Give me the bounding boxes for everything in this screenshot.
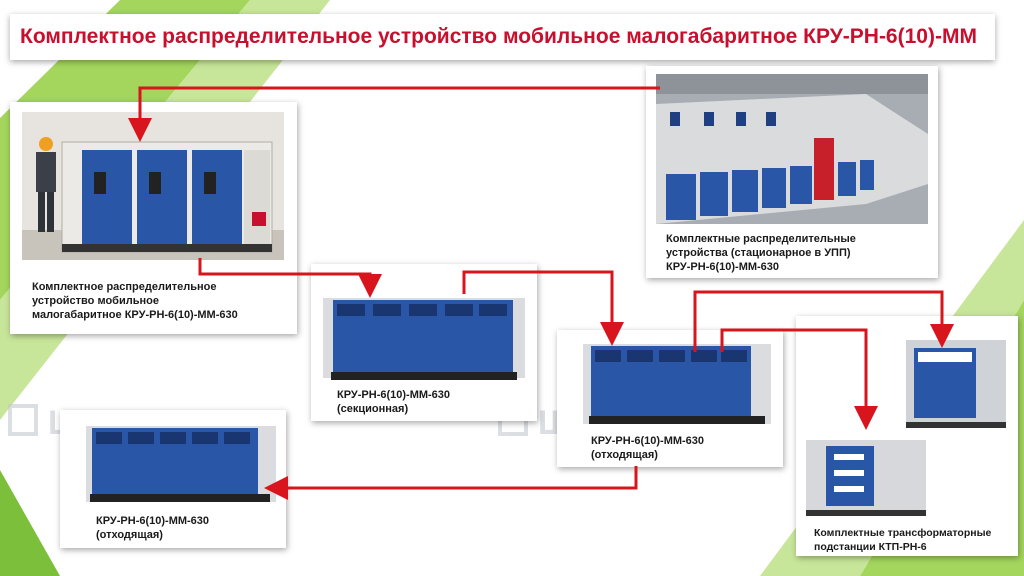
caption-sectional: КРУ-РН-6(10)-ММ-630 (секционная) bbox=[337, 389, 451, 415]
slide-title: Комплектное распределительное устройство… bbox=[20, 25, 977, 48]
card-outgoing-mid: КРУ-РН-6(10)-ММ-630 (отходящая) bbox=[557, 330, 783, 467]
card-outgoing-left: КРУ-РН-6(10)-ММ-630 (отходящая) bbox=[60, 410, 286, 548]
caption-ktp: Комплектные трансформаторные подстанции … bbox=[814, 527, 992, 553]
card-stationary: Комплектные распределительные устройства… bbox=[646, 66, 938, 278]
photo-ktp bbox=[806, 340, 1006, 516]
card-main-unit: Комплектное распределительное устройство… bbox=[10, 102, 297, 334]
card-sectional: КРУ-РН-6(10)-ММ-630 (секционная) bbox=[311, 264, 537, 421]
photo-outgoing-left bbox=[86, 426, 276, 502]
title-bar: Комплектное распределительное устройство… bbox=[10, 14, 995, 60]
photo-sectional bbox=[323, 298, 525, 380]
card-ktp: Комплектные трансформаторные подстанции … bbox=[796, 316, 1018, 556]
caption-outgoing-mid: КРУ-РН-6(10)-ММ-630 (отходящая) bbox=[591, 435, 705, 461]
caption-stationary: Комплектные распределительные устройства… bbox=[666, 233, 856, 273]
photo-outgoing-mid bbox=[583, 344, 771, 424]
caption-main-unit: Комплектное распределительное устройство… bbox=[32, 281, 238, 321]
photo-stationary bbox=[656, 74, 928, 224]
photo-main-unit bbox=[22, 112, 284, 260]
caption-outgoing-left: КРУ-РН-6(10)-ММ-630 (отходящая) bbox=[96, 515, 210, 541]
